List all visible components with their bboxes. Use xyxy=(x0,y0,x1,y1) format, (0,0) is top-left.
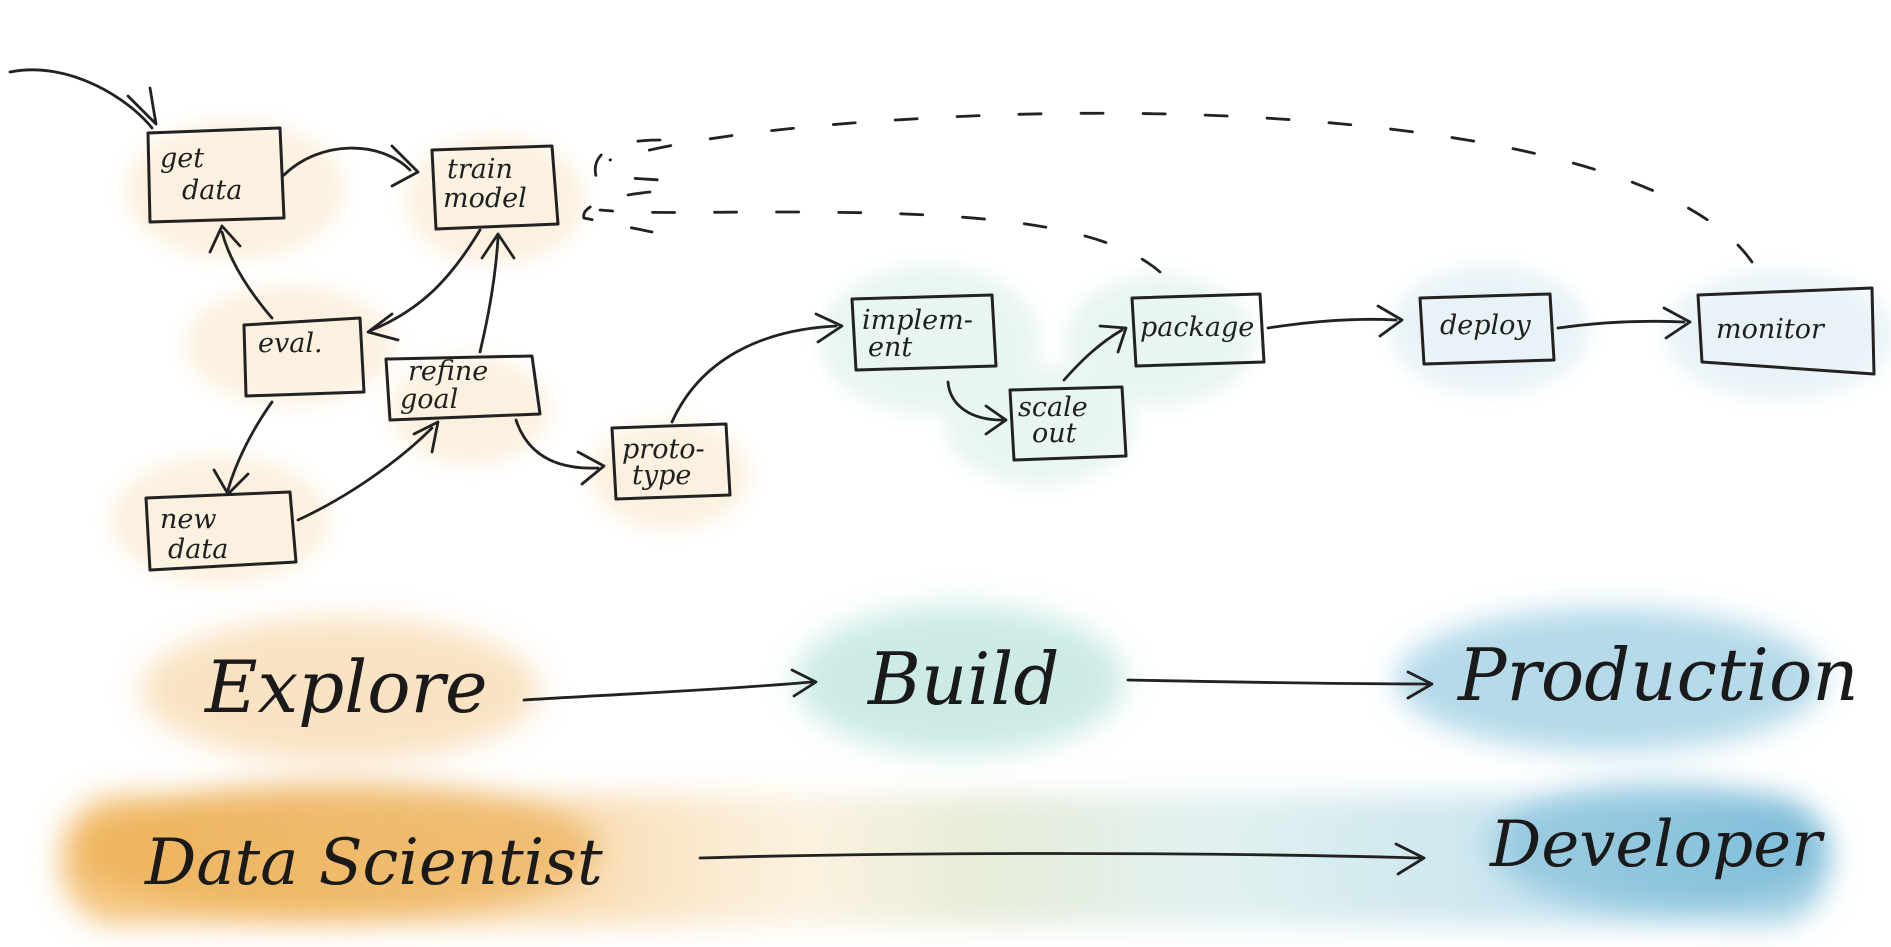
node-train-model-line1: train xyxy=(447,154,513,185)
feedback-dashed-lower xyxy=(582,190,1162,274)
arrow-prototype-to-implement xyxy=(670,312,844,424)
connector-arrows xyxy=(8,68,1754,522)
node-implement-line1: implem- xyxy=(862,305,973,336)
node-prototype-line2: type xyxy=(632,460,691,491)
node-scale-out-line2: out xyxy=(1032,418,1077,449)
arrow-implement-to-scale-out xyxy=(946,380,1008,436)
entry-arrow xyxy=(8,68,158,130)
arrow-build-to-production xyxy=(1126,670,1434,700)
node-box-package xyxy=(1130,292,1266,368)
node-refine-goal-line1: refine xyxy=(408,356,488,387)
node-new-data-line2: data xyxy=(168,534,228,565)
arrow-new-data-to-refine-goal xyxy=(296,420,440,522)
node-prototype-line1: proto- xyxy=(622,434,705,465)
arrow-eval-to-get-data xyxy=(208,224,274,320)
watercolor-background xyxy=(60,120,1891,925)
arrow-train-model-to-eval xyxy=(366,228,482,342)
node-implement-line2: ent xyxy=(868,332,912,363)
node-new-data-line1: new xyxy=(160,504,216,535)
arrow-refine-goal-to-train-model xyxy=(478,232,516,354)
feedback-dashed-upper xyxy=(593,111,1754,264)
node-get-data-line1: get xyxy=(160,143,204,174)
arrow-package-to-deploy xyxy=(1266,304,1404,338)
arrow-refine-goal-to-prototype xyxy=(514,418,606,486)
arrow-explore-to-build xyxy=(522,668,818,702)
node-labels: get data train model eval. refine goal n… xyxy=(160,143,1826,565)
node-box-monitor xyxy=(1696,286,1876,376)
node-deploy-label: deploy xyxy=(1440,310,1531,341)
role-data-scientist-label: Data Scientist xyxy=(144,826,603,900)
arrow-eval-to-new-data xyxy=(212,400,274,496)
node-scale-out-line1: scale xyxy=(1018,392,1088,423)
stage-row: Explore Build Production xyxy=(203,633,1859,729)
arrow-scale-out-to-package xyxy=(1062,324,1128,382)
node-monitor-label: monitor xyxy=(1716,314,1826,345)
node-eval-label: eval. xyxy=(258,328,323,359)
stage-explore-label: Explore xyxy=(203,645,488,729)
node-package-label: package xyxy=(1140,312,1254,343)
node-box-prototype xyxy=(610,422,732,501)
node-box-train-model xyxy=(430,144,560,231)
node-box-new-data xyxy=(144,490,298,572)
node-box-refine-goal xyxy=(384,354,542,422)
node-get-data-line2: data xyxy=(182,175,242,206)
role-row: Data Scientist Developer xyxy=(144,808,1825,900)
node-boxes xyxy=(144,126,1876,572)
node-box-implement xyxy=(850,293,998,372)
arrow-deploy-to-monitor xyxy=(1556,306,1692,340)
node-box-deploy xyxy=(1418,292,1556,366)
node-refine-goal-line2: goal xyxy=(400,384,458,415)
arrow-get-data-to-train-model xyxy=(282,144,420,188)
stage-production-label: Production xyxy=(1456,633,1859,717)
node-train-model-line2: model xyxy=(443,183,527,214)
node-box-get-data xyxy=(146,126,286,224)
node-box-eval xyxy=(242,316,366,398)
stage-build-label: Build xyxy=(866,637,1059,721)
node-box-scale-out xyxy=(1008,385,1128,462)
arrow-data-scientist-to-developer xyxy=(698,842,1426,876)
role-developer-label: Developer xyxy=(1489,808,1825,882)
